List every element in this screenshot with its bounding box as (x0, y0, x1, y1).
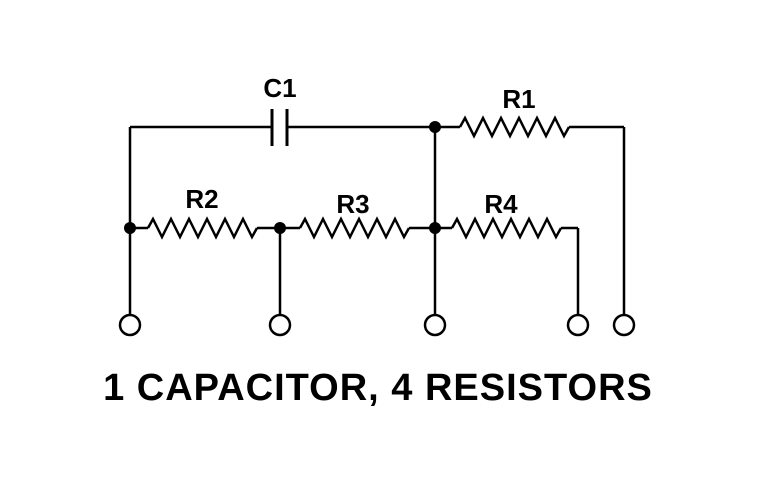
junction-dot-top (429, 121, 441, 133)
junction-dot-mid (274, 222, 286, 234)
junction-dot-left (124, 222, 136, 234)
label-r4: R4 (484, 189, 518, 219)
terminal-circle-1 (118, 313, 142, 337)
resistor-r3-symbol (298, 216, 411, 240)
resistor-r2-symbol (146, 216, 259, 240)
terminal-circle-4 (566, 313, 590, 337)
label-r2: R2 (185, 184, 218, 214)
resistor-r4-symbol (450, 216, 563, 240)
junction-dot-center (429, 222, 441, 234)
label-r1: R1 (502, 84, 535, 114)
terminal-circle-5 (612, 313, 636, 337)
terminal-circle-3 (423, 313, 447, 337)
terminal-circle-2 (268, 313, 292, 337)
diagram-title: 1 CAPACITOR, 4 RESISTORS (103, 367, 653, 409)
label-r3: R3 (336, 189, 369, 219)
label-c1: C1 (263, 73, 296, 103)
capacitor-c1-symbol (270, 109, 289, 146)
resistor-r1-symbol (458, 115, 571, 139)
